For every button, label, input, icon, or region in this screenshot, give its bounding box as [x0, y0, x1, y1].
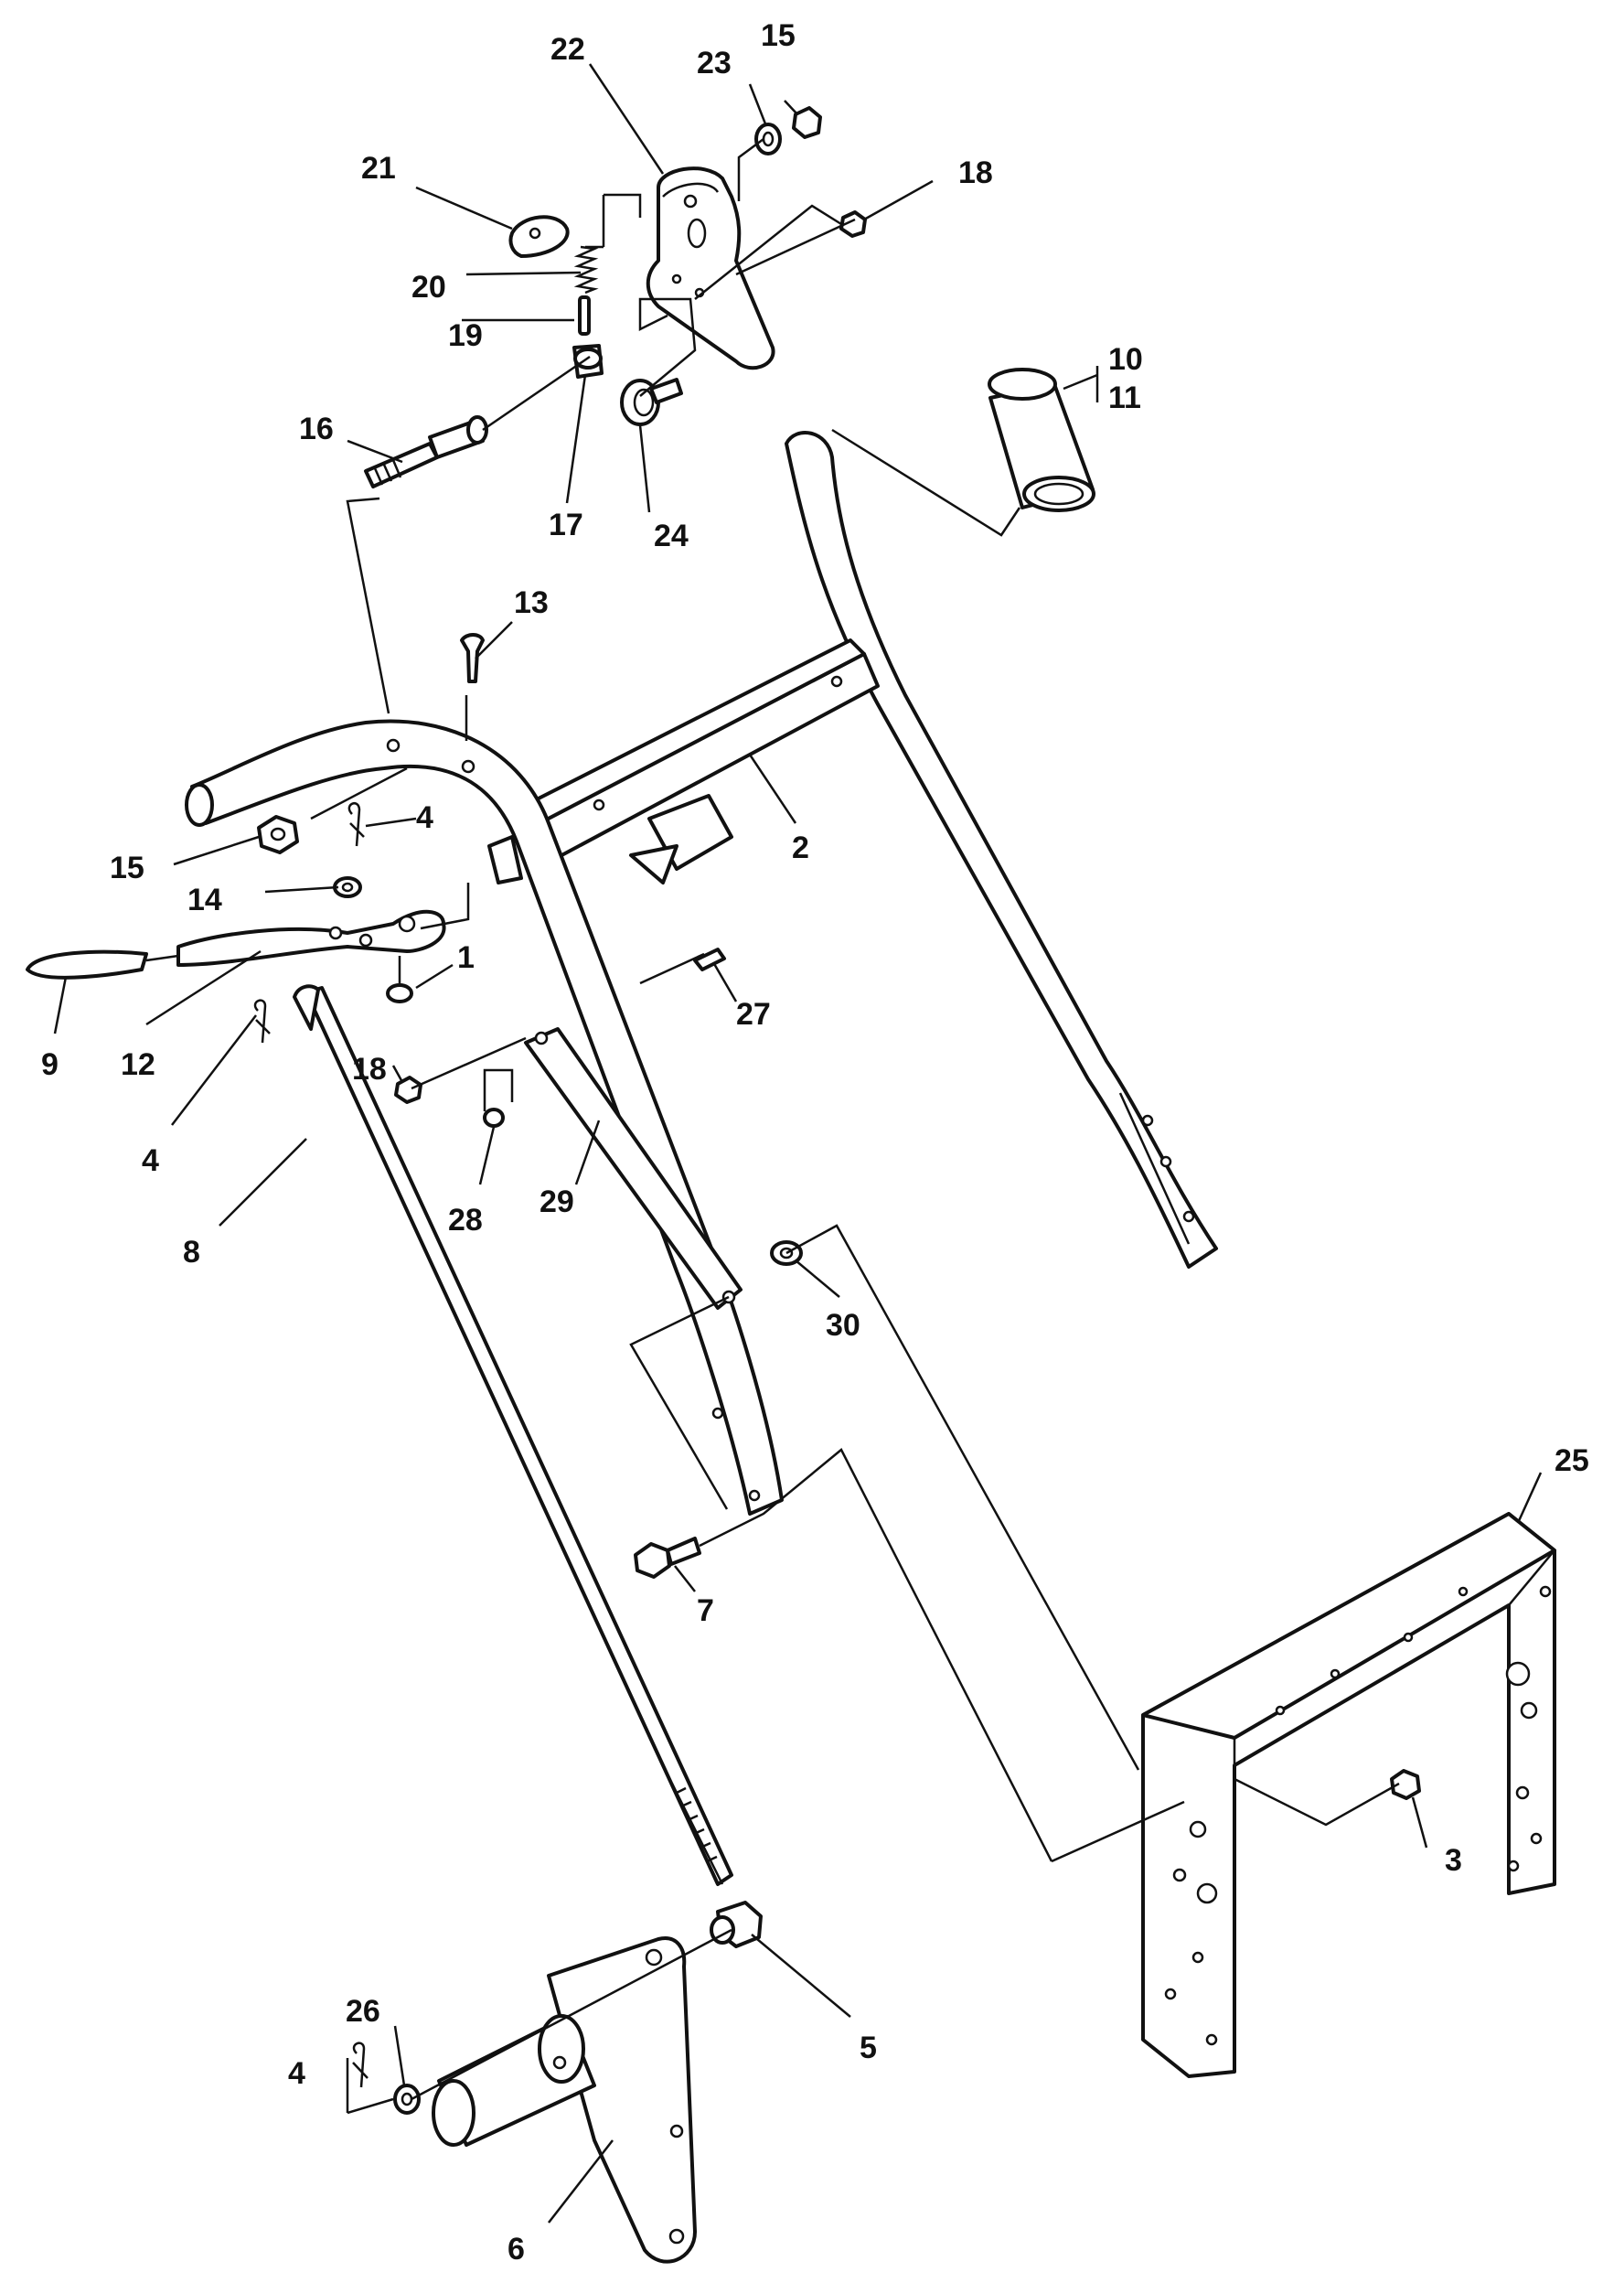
callout-5: 5 [860, 2031, 877, 2065]
callout-3: 3 [1445, 1843, 1462, 1878]
nut-upper [839, 210, 867, 238]
callout-25: 25 [1555, 1443, 1589, 1478]
bellcrank [432, 1936, 697, 2264]
callout-18: 18 [958, 155, 993, 190]
link-arm [524, 1027, 743, 1310]
nut-frame [1390, 1769, 1421, 1800]
assembly-lines [145, 137, 1400, 2115]
callout-15: 15 [761, 18, 796, 53]
callout-18: 18 [352, 1052, 387, 1087]
callout-14: 14 [187, 883, 222, 917]
control-rod [293, 984, 733, 1886]
callout-11: 11 [1108, 380, 1141, 415]
crossbar [524, 638, 880, 884]
hex-bolt [634, 1537, 701, 1579]
nut-mid [394, 1076, 422, 1104]
washer-bottom [393, 2084, 421, 2115]
shoulder-bolt [364, 415, 488, 488]
clevis-pin [460, 633, 485, 683]
latch-piece [508, 215, 570, 258]
handle-grip [988, 368, 1095, 512]
lever-bracket [646, 166, 775, 370]
callout-13: 13 [514, 585, 549, 620]
callout-7: 7 [697, 1593, 714, 1628]
callout-26: 26 [346, 1994, 380, 2029]
pin [578, 295, 591, 336]
swivel-fitting [710, 1901, 763, 1948]
hairpin-clip [253, 999, 271, 1044]
callout-15: 15 [110, 851, 144, 885]
washer-top [754, 123, 782, 155]
callout-16: 16 [299, 412, 334, 446]
callout-21: 21 [361, 151, 396, 186]
callout-6: 6 [508, 2232, 525, 2267]
callout-22: 22 [550, 32, 585, 67]
callout-20: 20 [411, 270, 446, 305]
callout-12: 12 [121, 1047, 155, 1082]
callout-10: 10 [1108, 342, 1143, 377]
hairpin-clip [347, 802, 365, 847]
washer [333, 876, 362, 898]
callout-1: 1 [457, 940, 475, 975]
callout-27: 27 [736, 997, 771, 1032]
washer-mid [483, 1108, 505, 1128]
spring [573, 245, 599, 295]
callout-4: 4 [288, 2056, 305, 2091]
callout-4: 4 [416, 800, 433, 835]
washer-small [386, 983, 413, 1003]
callout-17: 17 [549, 508, 583, 542]
callout-2: 2 [792, 831, 809, 865]
callout-labels: 1 2 3 4 4 4 5 6 7 8 9 10 11 12 13 14 15 … [41, 18, 1589, 2267]
frame-bracket [1141, 1512, 1556, 2078]
callout-9: 9 [41, 1047, 59, 1082]
cable [639, 948, 726, 985]
right-handle [785, 431, 1218, 1269]
callout-19: 19 [448, 318, 483, 353]
nut-left [257, 815, 299, 854]
nut-top [792, 106, 822, 139]
carriage-bolt [620, 378, 683, 426]
callout-4: 4 [142, 1143, 159, 1178]
callout-30: 30 [826, 1308, 860, 1343]
callout-leaders [53, 63, 1543, 2224]
callout-23: 23 [697, 46, 732, 80]
hairpin-clip [352, 2042, 369, 2088]
bushing [572, 344, 604, 379]
callout-28: 28 [448, 1203, 483, 1238]
callout-29: 29 [540, 1184, 574, 1219]
callout-8: 8 [183, 1235, 200, 1270]
callout-24: 24 [654, 519, 689, 553]
